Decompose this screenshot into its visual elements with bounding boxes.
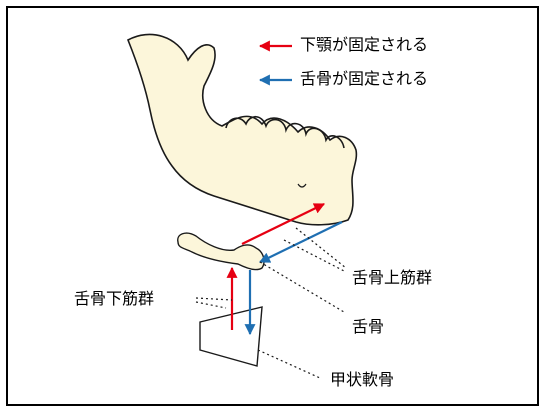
suprahyoid-label: 舌骨上筋群 [352,270,432,286]
legend-red-label: 下顎が固定される [300,37,428,53]
mandible-bone [128,34,356,224]
legend-blue-label: 舌骨が固定される [300,71,428,87]
infrahyoid-label: 舌骨下筋群 [74,291,154,307]
thyroid-label: 甲状軟骨 [330,372,394,388]
hyoid-label: 舌骨 [352,319,384,335]
